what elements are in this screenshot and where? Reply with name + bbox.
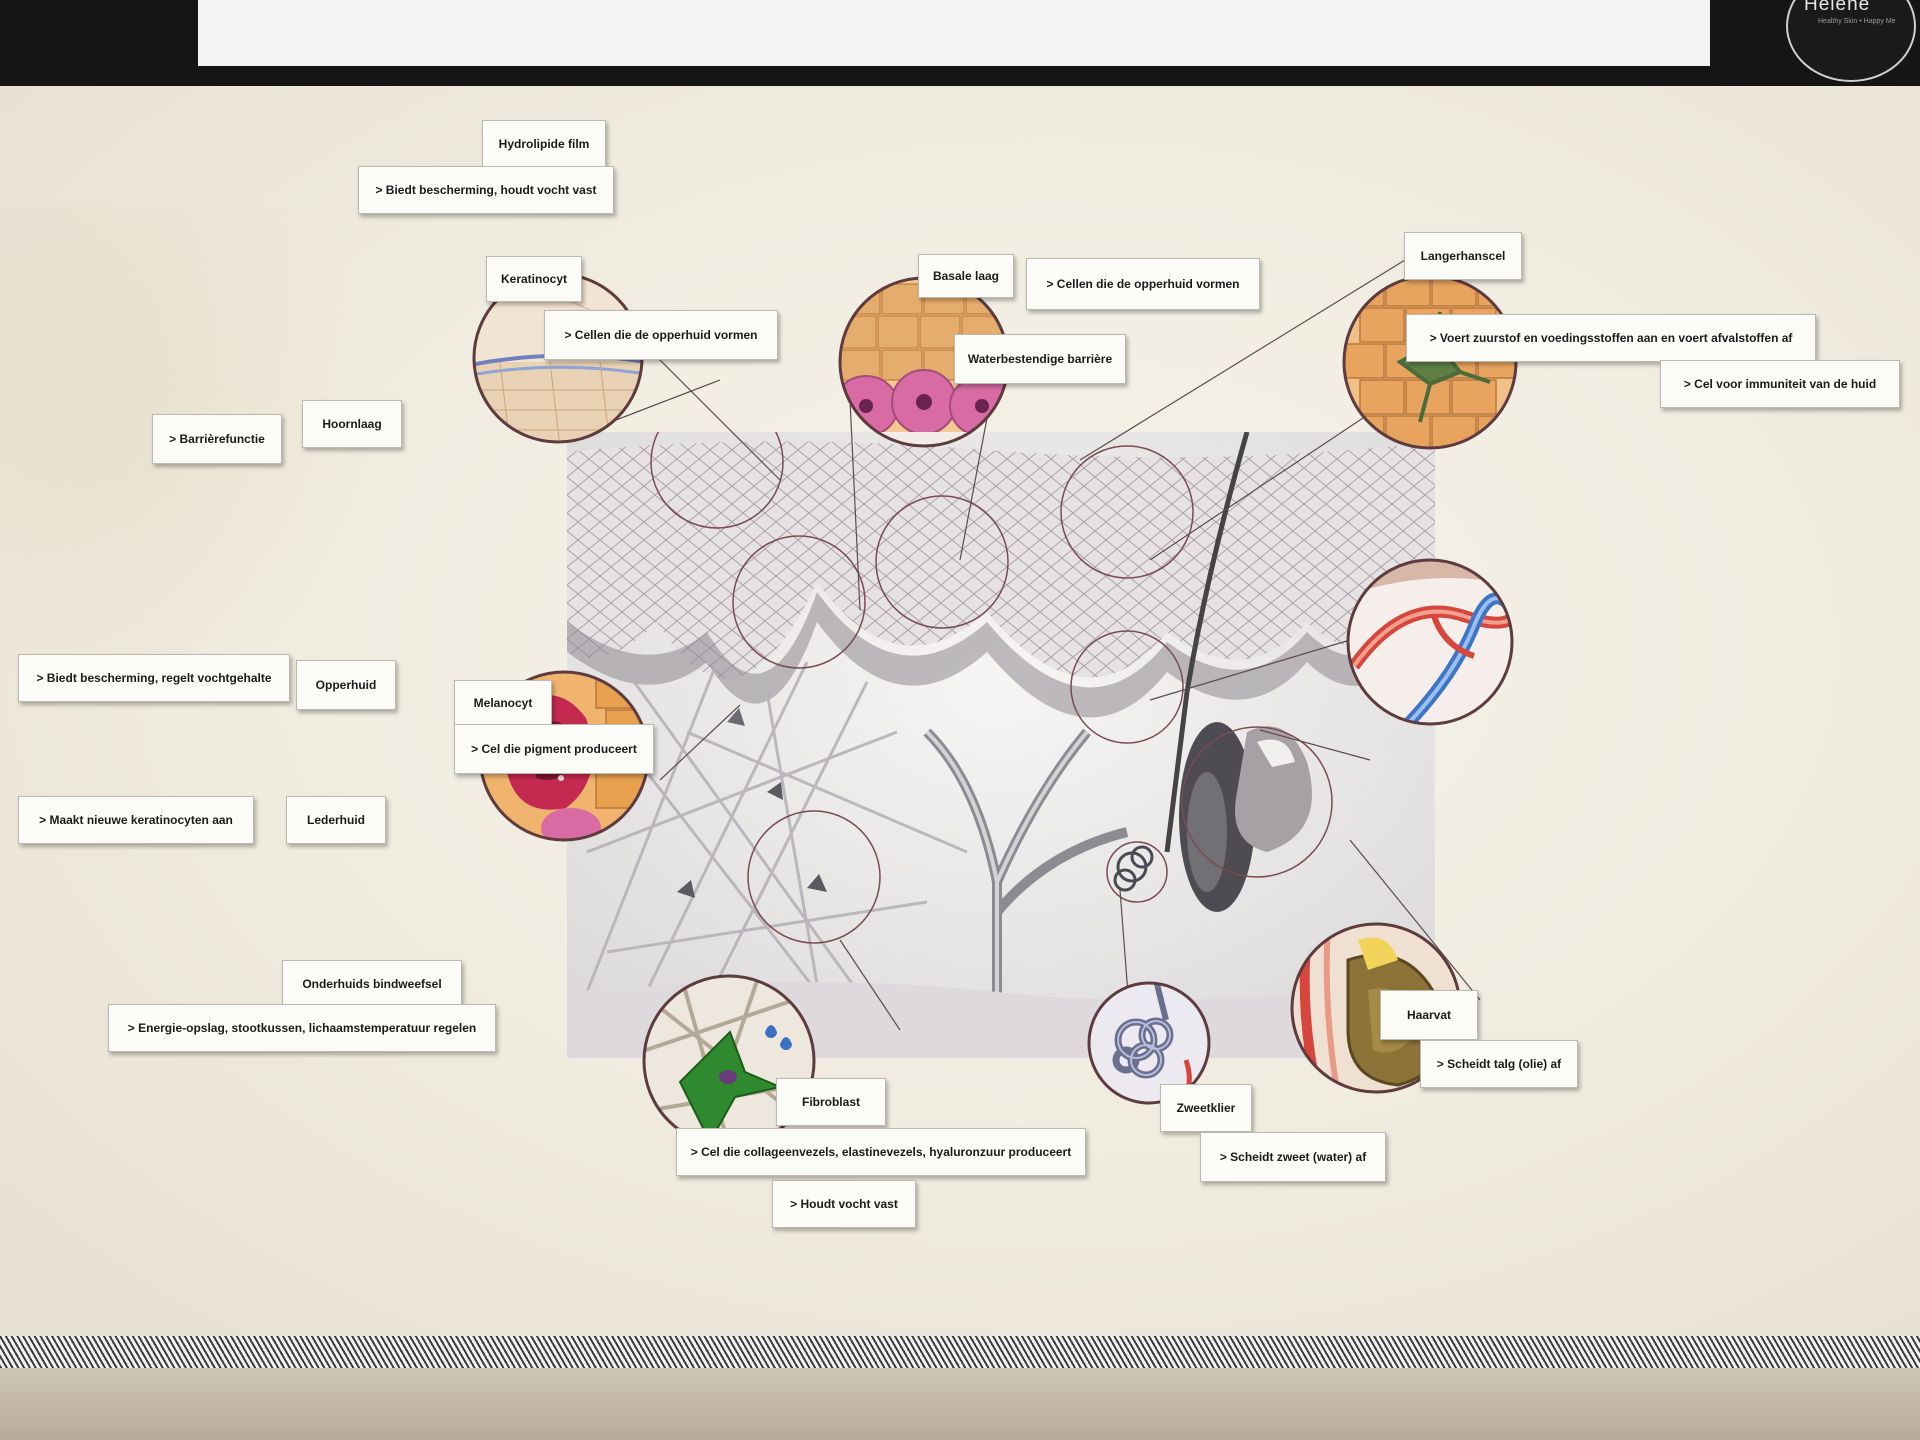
label-hydrolipide-desc[interactable]: > Biedt bescherming, houdt vocht vast	[358, 166, 614, 214]
label-haarvat-desc[interactable]: > Scheidt talg (olie) af	[1420, 1040, 1578, 1088]
label-zweetklier[interactable]: Zweetklier	[1160, 1084, 1252, 1132]
label-langerhanscel[interactable]: Langerhanscel	[1404, 232, 1522, 280]
label-opperhuid-desc[interactable]: > Biedt bescherming, regelt vochtgehalte	[18, 654, 290, 702]
bloedvat-magnifier	[1344, 556, 1516, 728]
label-keratinocyt[interactable]: Keratinocyt	[486, 256, 582, 302]
label-opperhuid[interactable]: Opperhuid	[296, 660, 396, 710]
label-fibroblast-desc[interactable]: > Cel die collageenvezels, elastinevezel…	[676, 1128, 1086, 1176]
label-hoornlaag[interactable]: Hoornlaag	[302, 400, 402, 448]
label-houdt-vocht-vast[interactable]: > Houdt vocht vast	[772, 1180, 916, 1228]
label-basale-laag-desc[interactable]: > Cellen die de opperhuid vormen	[1026, 258, 1260, 310]
label-hydrolipide-film[interactable]: Hydrolipide film	[482, 120, 606, 168]
background-floor	[0, 1368, 1920, 1440]
label-keratinocyt-desc[interactable]: > Cellen die de opperhuid vormen	[544, 310, 778, 360]
label-fibroblast[interactable]: Fibroblast	[776, 1078, 886, 1126]
label-onderhuids-bindweefsel[interactable]: Onderhuids bindweefsel	[282, 960, 462, 1008]
label-lederhuid[interactable]: Lederhuid	[286, 796, 386, 844]
label-barrierefunctie[interactable]: > Barrièrefunctie	[152, 414, 282, 464]
label-onderhuids-desc[interactable]: > Energie-opslag, stootkussen, lichaamst…	[108, 1004, 496, 1052]
decorative-pattern-strip	[0, 1336, 1920, 1368]
label-haarvat[interactable]: Haarvat	[1380, 990, 1478, 1040]
label-lederhuid-desc[interactable]: > Maakt nieuwe keratinocyten aan	[18, 796, 254, 844]
label-waterbestendige-barriere[interactable]: Waterbestendige barrière	[954, 334, 1126, 384]
langerhanscel-magnifier	[1340, 272, 1520, 452]
label-melanocyt-desc[interactable]: > Cel die pigment produceert	[454, 724, 654, 774]
label-melanocyt[interactable]: Melanocyt	[454, 680, 552, 726]
label-bloedvat-desc[interactable]: > Voert zuurstof en voedingsstoffen aan …	[1406, 314, 1816, 362]
label-langerhanscel-desc[interactable]: > Cel voor immuniteit van de huid	[1660, 360, 1900, 408]
label-zweetklier-desc[interactable]: > Scheidt zweet (water) af	[1200, 1132, 1386, 1182]
label-basale-laag[interactable]: Basale laag	[918, 254, 1014, 298]
